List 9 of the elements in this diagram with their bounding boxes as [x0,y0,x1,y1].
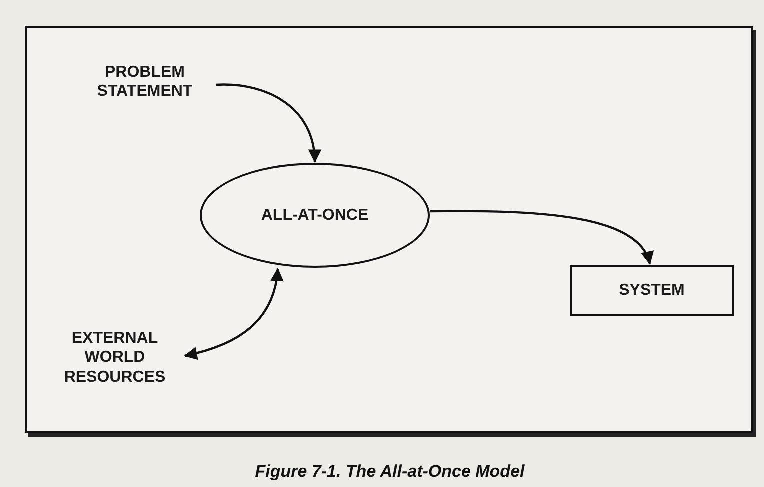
output-box [570,265,734,316]
node-label: SYSTEM [619,280,685,300]
arrow [216,84,321,163]
node-label: EXTERNAL WORLD RESOURCES [50,326,180,390]
node-label: ALL-AT-ONCE [261,206,369,226]
arrow [184,268,284,360]
arrow [430,210,652,265]
node-label: PROBLEM STATEMENT [80,62,210,102]
figure-caption: Figure 7-1. The All-at-Once Model [254,462,526,482]
